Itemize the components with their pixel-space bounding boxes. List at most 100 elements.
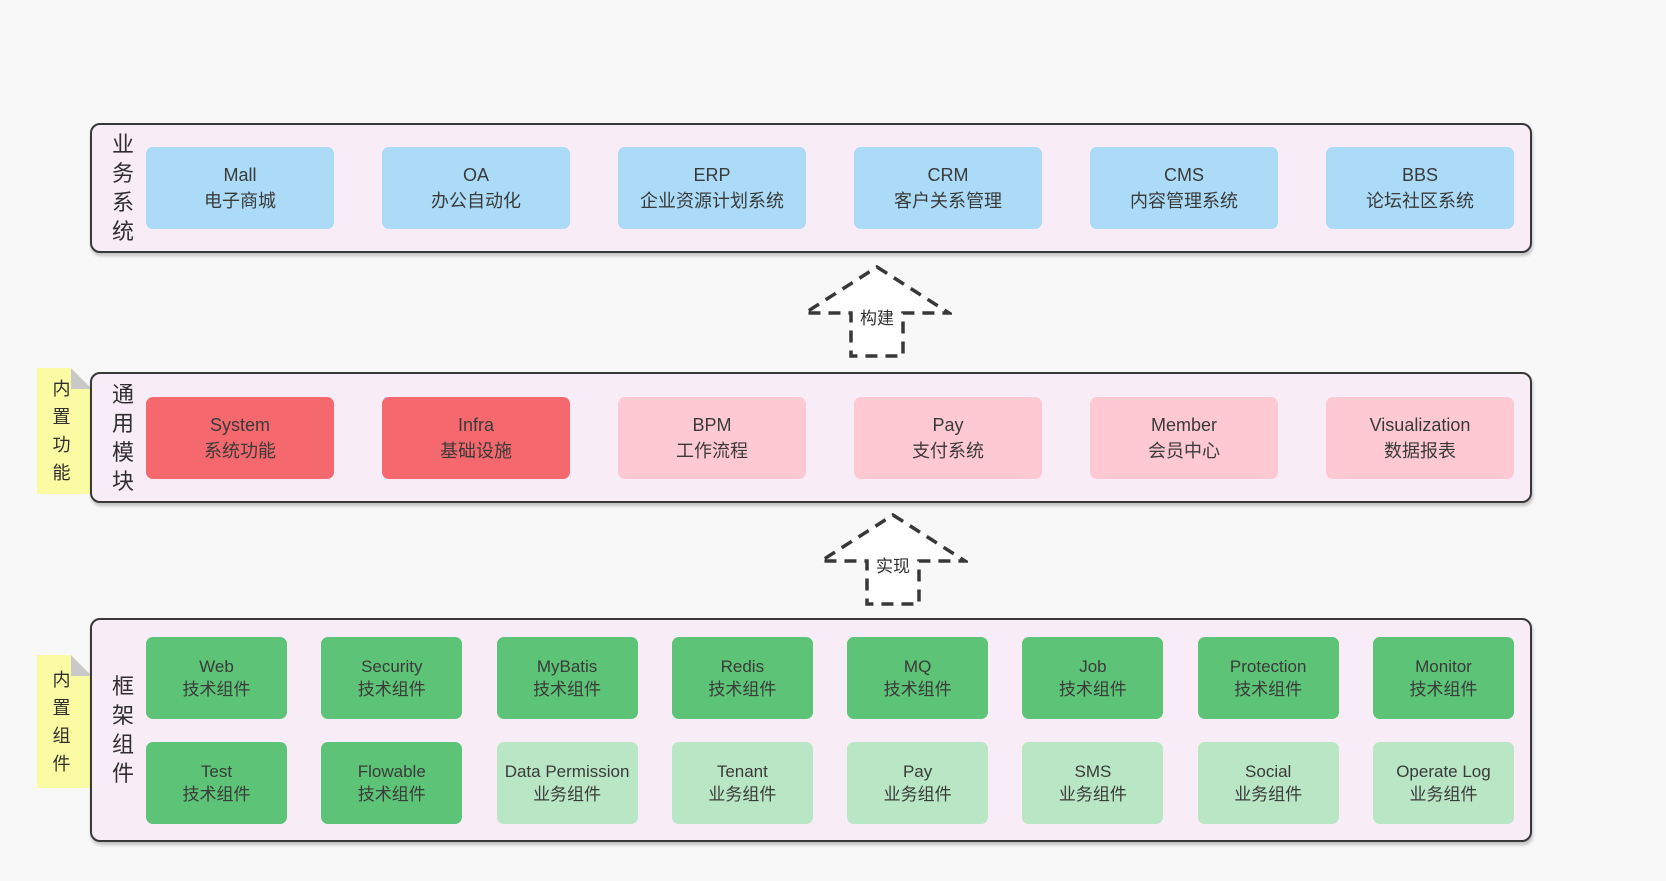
box-subtitle-zh: 技术组件 bbox=[883, 679, 952, 699]
box-subtitle-zh: 会员中心 bbox=[1148, 440, 1220, 461]
box-title-en: Visualization bbox=[1369, 414, 1471, 435]
section-common-modules: 通用模块 System 系统功能 Infra 基础设施 BPM 工作流程 Pay… bbox=[90, 372, 1532, 503]
box-infra: Infra 基础设施 bbox=[382, 396, 570, 479]
box-subtitle-zh: 技术组件 bbox=[533, 679, 602, 699]
box-title-en: ERP bbox=[693, 165, 731, 185]
arrow-implement: 实现 bbox=[818, 512, 968, 607]
box-redis: Redis 技术组件 bbox=[671, 636, 813, 719]
box-title-en: Security bbox=[361, 656, 423, 676]
box-web: Web 技术组件 bbox=[146, 636, 287, 719]
box-subtitle-zh: 业务组件 bbox=[1234, 784, 1303, 804]
box-title-en: Pay bbox=[902, 761, 933, 781]
box-title-en: Operate Log bbox=[1396, 761, 1491, 781]
box-title-en: Web bbox=[199, 656, 234, 676]
box-title-en: Mall bbox=[223, 165, 257, 185]
box-subtitle-zh: 工作流程 bbox=[676, 440, 748, 461]
box-flowable: Flowable 技术组件 bbox=[321, 741, 463, 824]
sticky-note-builtin-components: 内置组件 bbox=[37, 655, 92, 788]
components-rows: Web 技术组件 Security 技术组件 MyBatis 技术组件 Redi… bbox=[146, 636, 1514, 824]
section-framework-components: 框架组件 Web 技术组件 Security 技术组件 MyBatis 技术组件… bbox=[90, 618, 1532, 842]
box-subtitle-zh: 技术组件 bbox=[182, 784, 251, 804]
sticky-note-label: 内置功能 bbox=[52, 379, 71, 483]
box-title-en: Pay bbox=[932, 414, 964, 435]
box-title-en: System bbox=[209, 414, 270, 435]
box-subtitle-zh: 基础设施 bbox=[440, 440, 512, 461]
box-mybatis: MyBatis 技术组件 bbox=[496, 636, 638, 719]
box-pay-module: Pay 支付系统 bbox=[854, 396, 1042, 479]
arrow-label: 实现 bbox=[873, 552, 913, 577]
box-subtitle-zh: 技术组件 bbox=[357, 679, 426, 699]
box-cms: CMS 内容管理系统 bbox=[1090, 147, 1278, 229]
box-mall: Mall 电子商城 bbox=[146, 147, 334, 229]
box-bbs: BBS 论坛社区系统 bbox=[1326, 147, 1514, 229]
box-title-en: Monitor bbox=[1415, 656, 1472, 676]
box-erp: ERP 企业资源计划系统 bbox=[618, 147, 806, 229]
section-label-components: 框架组件 bbox=[111, 674, 134, 786]
box-social: Social 业务组件 bbox=[1197, 741, 1339, 824]
box-subtitle-zh: 内容管理系统 bbox=[1130, 191, 1238, 211]
box-subtitle-zh: 业务组件 bbox=[1058, 784, 1127, 804]
box-protection: Protection 技术组件 bbox=[1197, 636, 1339, 719]
box-title-en: Protection bbox=[1229, 656, 1307, 676]
box-title-en: OA bbox=[462, 165, 489, 185]
box-title-en: BPM bbox=[692, 414, 732, 435]
box-title-en: Tenant bbox=[716, 761, 768, 781]
section-label-modules: 通用模块 bbox=[111, 381, 134, 494]
box-title-en: CMS bbox=[1164, 165, 1204, 185]
box-subtitle-zh: 业务组件 bbox=[1409, 784, 1478, 804]
box-subtitle-zh: 技术组件 bbox=[1058, 679, 1127, 699]
box-title-en: CRM bbox=[927, 165, 969, 185]
sticky-note-label: 内置组件 bbox=[52, 669, 71, 774]
box-operate-log: Operate Log 业务组件 bbox=[1372, 741, 1514, 824]
components-box-row-1: Web 技术组件 Security 技术组件 MyBatis 技术组件 Redi… bbox=[146, 636, 1514, 719]
section-business-systems: 业务系统 Mall 电子商城 OA 办公自动化 ERP 企业资源计划系统 CRM… bbox=[90, 123, 1532, 253]
box-member: Member 会员中心 bbox=[1090, 396, 1278, 479]
box-subtitle-zh: 数据报表 bbox=[1384, 440, 1456, 461]
box-pay-component: Pay 业务组件 bbox=[847, 741, 989, 824]
sticky-note-builtin-features: 内置功能 bbox=[37, 368, 92, 494]
box-title-en: Infra bbox=[457, 414, 495, 435]
box-subtitle-zh: 企业资源计划系统 bbox=[640, 191, 784, 211]
box-tenant: Tenant 业务组件 bbox=[671, 741, 813, 824]
box-subtitle-zh: 技术组件 bbox=[1234, 679, 1303, 699]
box-title-en: Data Permission bbox=[504, 761, 630, 781]
box-sms: SMS 业务组件 bbox=[1022, 741, 1164, 824]
box-subtitle-zh: 技术组件 bbox=[357, 784, 426, 804]
box-subtitle-zh: 电子商城 bbox=[204, 191, 276, 211]
box-security: Security 技术组件 bbox=[321, 636, 463, 719]
box-system: System 系统功能 bbox=[146, 396, 334, 479]
box-crm: CRM 客户关系管理 bbox=[854, 147, 1042, 229]
box-subtitle-zh: 系统功能 bbox=[204, 440, 276, 461]
box-subtitle-zh: 支付系统 bbox=[912, 440, 984, 461]
box-title-en: Social bbox=[1245, 761, 1292, 781]
box-monitor: Monitor 技术组件 bbox=[1372, 636, 1514, 719]
section-label-business: 业务系统 bbox=[111, 132, 134, 244]
box-subtitle-zh: 业务组件 bbox=[533, 784, 602, 804]
box-visualization: Visualization 数据报表 bbox=[1326, 396, 1514, 479]
modules-box-row: System 系统功能 Infra 基础设施 BPM 工作流程 Pay 支付系统… bbox=[146, 396, 1514, 479]
box-subtitle-zh: 业务组件 bbox=[883, 784, 952, 804]
folded-corner-icon bbox=[71, 368, 92, 389]
box-title-en: Redis bbox=[720, 656, 765, 676]
box-subtitle-zh: 业务组件 bbox=[708, 784, 777, 804]
box-title-en: Job bbox=[1079, 656, 1107, 676]
arrow-build: 构建 bbox=[802, 264, 952, 359]
box-subtitle-zh: 技术组件 bbox=[182, 679, 251, 699]
box-subtitle-zh: 技术组件 bbox=[708, 679, 777, 699]
box-subtitle-zh: 技术组件 bbox=[1409, 679, 1478, 699]
box-mq: MQ 技术组件 bbox=[847, 636, 989, 719]
box-title-en: MyBatis bbox=[536, 656, 598, 676]
box-title-en: Flowable bbox=[357, 761, 426, 781]
box-bpm: BPM 工作流程 bbox=[618, 396, 806, 479]
box-title-en: SMS bbox=[1074, 761, 1112, 781]
box-test: Test 技术组件 bbox=[146, 741, 287, 824]
box-title-en: Member bbox=[1150, 414, 1217, 435]
box-title-en: BBS bbox=[1401, 165, 1439, 185]
business-box-row: Mall 电子商城 OA 办公自动化 ERP 企业资源计划系统 CRM 客户关系… bbox=[146, 147, 1514, 229]
box-subtitle-zh: 客户关系管理 bbox=[894, 191, 1002, 211]
box-subtitle-zh: 办公自动化 bbox=[431, 191, 521, 211]
folded-corner-icon bbox=[71, 655, 92, 676]
box-subtitle-zh: 论坛社区系统 bbox=[1366, 191, 1474, 211]
box-job: Job 技术组件 bbox=[1022, 636, 1164, 719]
